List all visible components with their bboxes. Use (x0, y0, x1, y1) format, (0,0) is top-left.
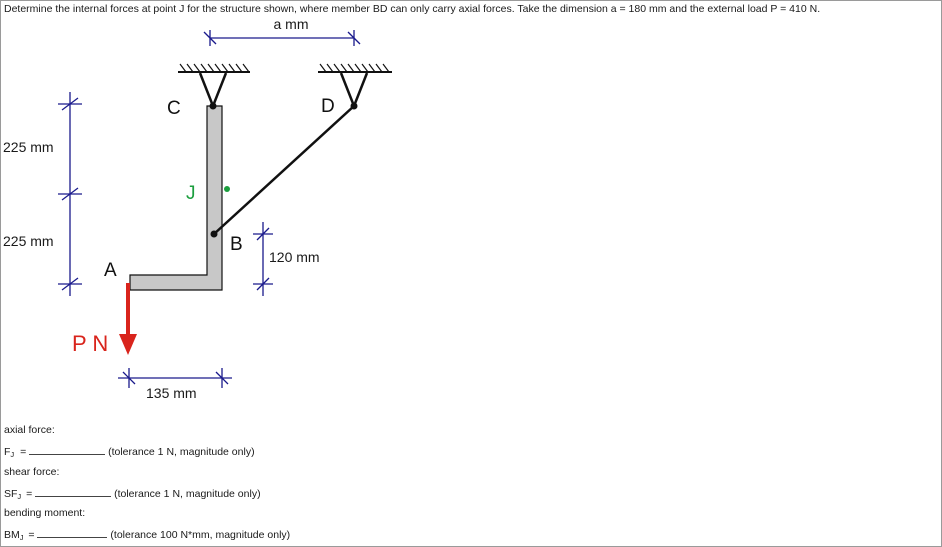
dimension-a (203, 30, 361, 46)
bending-moment-heading: bending moment: (4, 507, 86, 519)
bending-moment-equals: = (28, 529, 35, 541)
label-C: C (167, 98, 181, 119)
load-arrow (119, 283, 137, 355)
pin-B (210, 230, 218, 238)
shear-force-row: SFJ = (tolerance 1 N, magnitude only) (4, 487, 261, 501)
label-J: J (186, 183, 196, 204)
bending-moment-variable: BM (4, 529, 20, 541)
shear-force-heading: shear force: (4, 466, 60, 478)
axial-force-variable: F (4, 446, 11, 458)
axial-force-heading: axial force: (4, 424, 55, 436)
axial-force-row: FJ = (tolerance 1 N, magnitude only) (4, 445, 255, 459)
label-A: A (104, 260, 117, 281)
question-text: Determine the internal forces at point J… (4, 3, 821, 15)
bending-moment-subscript: J (19, 533, 24, 542)
axial-force-equals: = (20, 446, 27, 458)
shear-force-note: (tolerance 1 N, magnitude only) (114, 488, 261, 500)
support-D (318, 63, 392, 107)
dimension-120-label: 120 mm (269, 249, 320, 265)
point-J (224, 186, 230, 192)
axial-force-input[interactable] (29, 445, 106, 455)
dimension-225-bottom-label: 225 mm (3, 233, 54, 249)
pin-C (209, 102, 217, 110)
dimension-a-label: a mm (274, 16, 309, 32)
shear-force-subscript: J (17, 492, 22, 501)
axial-force-subscript: J (10, 450, 15, 459)
member-BD (213, 105, 355, 235)
pin-D (350, 102, 358, 110)
label-D: D (321, 96, 335, 117)
dimension-left-225 (58, 92, 82, 296)
member-CA (129, 105, 223, 291)
bending-moment-note: (tolerance 100 N*mm, magnitude only) (110, 529, 291, 541)
dimension-120 (253, 222, 273, 296)
load-label: P N (72, 331, 108, 356)
shear-force-input[interactable] (35, 487, 112, 497)
bending-moment-input[interactable] (37, 528, 108, 538)
axial-force-note: (tolerance 1 N, magnitude only) (108, 446, 255, 458)
label-B: B (230, 234, 243, 255)
dimension-135-label: 135 mm (146, 385, 197, 401)
shear-force-variable: SF (4, 488, 18, 500)
dimension-135 (118, 368, 232, 388)
shear-force-equals: = (26, 488, 33, 500)
support-C (178, 63, 250, 107)
bending-moment-row: BMJ = (tolerance 100 N*mm, magnitude onl… (4, 528, 290, 542)
dimension-225-top-label: 225 mm (3, 139, 54, 155)
